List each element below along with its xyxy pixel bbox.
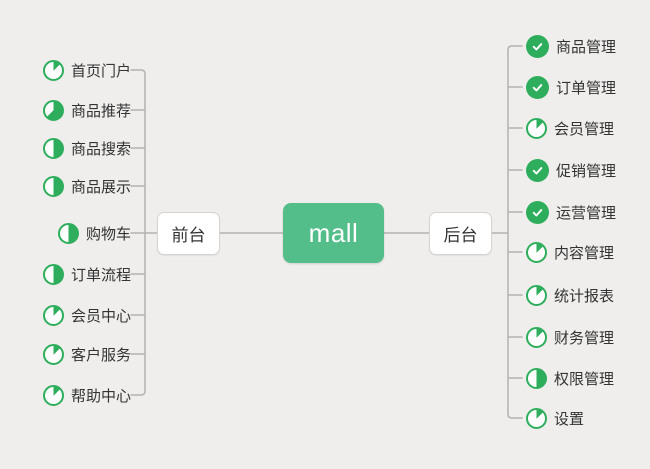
progress-pie-icon (42, 343, 64, 365)
task-done-check-icon (526, 200, 549, 224)
subtopic-label: 统计报表 (554, 287, 615, 305)
subtopic-label: 商品管理 (556, 38, 617, 56)
progress-pie-icon (42, 384, 64, 406)
task-done-check-icon (526, 158, 549, 182)
subtopic-label: 商品推荐 (70, 102, 131, 120)
left-subtopic-0[interactable]: 首页门户 (42, 57, 131, 83)
right-subtopic-5[interactable]: 内容管理 (526, 239, 614, 265)
progress-pie-icon (526, 241, 547, 263)
progress-pie-icon (42, 304, 64, 326)
progress-pie-icon (42, 137, 64, 159)
subtopic-label: 设置 (554, 410, 585, 428)
right-subtopic-6[interactable]: 统计报表 (526, 282, 614, 308)
left-subtopic-4[interactable]: 购物车 (57, 220, 131, 246)
left-subtopic-6[interactable]: 会员中心 (42, 302, 131, 328)
main-topic-backend[interactable]: 后台 (429, 212, 492, 255)
subtopic-label: 订单流程 (70, 266, 131, 284)
right-subtopic-8[interactable]: 权限管理 (526, 365, 614, 391)
progress-pie-icon (526, 326, 547, 348)
left-subtopic-1[interactable]: 商品推荐 (42, 97, 131, 123)
right-subtopic-7[interactable]: 财务管理 (526, 324, 614, 350)
right-subtopic-4[interactable]: 运营管理 (526, 199, 616, 225)
subtopic-label: 购物车 (85, 225, 131, 243)
progress-pie-icon (526, 407, 547, 429)
right-subtopic-2[interactable]: 会员管理 (526, 115, 614, 141)
left-subtopic-5[interactable]: 订单流程 (42, 261, 131, 287)
subtopic-label: 订单管理 (556, 79, 617, 97)
subtopic-label: 财务管理 (554, 329, 615, 347)
subtopic-label: 促销管理 (556, 162, 617, 180)
left-subtopic-3[interactable]: 商品展示 (42, 173, 131, 199)
central-topic-mall[interactable]: mall (283, 203, 384, 263)
subtopic-label: 首页门户 (70, 62, 131, 80)
subtopic-label: 会员中心 (70, 307, 131, 325)
progress-pie-icon (42, 99, 64, 121)
progress-pie-icon (42, 59, 64, 81)
central-topic-label: mall (308, 217, 359, 248)
right-subtopic-3[interactable]: 促销管理 (526, 157, 616, 183)
task-done-check-icon (526, 75, 549, 99)
progress-pie-icon (526, 367, 547, 389)
progress-pie-icon (57, 222, 79, 244)
subtopic-label: 会员管理 (554, 120, 615, 138)
subtopic-label: 商品展示 (70, 178, 131, 196)
main-topic-label: 后台 (443, 226, 478, 245)
progress-pie-icon (42, 175, 64, 197)
main-topic-frontend[interactable]: 前台 (157, 212, 220, 255)
right-subtopic-0[interactable]: 商品管理 (526, 33, 616, 59)
right-subtopic-9[interactable]: 设置 (526, 405, 584, 431)
progress-pie-icon (526, 117, 547, 139)
subtopic-label: 内容管理 (554, 244, 615, 262)
task-done-check-icon (526, 34, 549, 58)
subtopic-label: 运营管理 (556, 204, 617, 222)
subtopic-label: 客户服务 (70, 346, 131, 364)
left-subtopic-2[interactable]: 商品搜索 (42, 135, 131, 161)
subtopic-label: 帮助中心 (70, 387, 131, 405)
progress-pie-icon (42, 263, 64, 285)
progress-pie-icon (526, 284, 547, 306)
left-subtopic-7[interactable]: 客户服务 (42, 341, 131, 367)
subtopic-label: 权限管理 (554, 370, 615, 388)
subtopic-label: 商品搜索 (70, 140, 131, 158)
left-subtopic-8[interactable]: 帮助中心 (42, 382, 131, 408)
main-topic-label: 前台 (171, 226, 206, 245)
right-subtopic-1[interactable]: 订单管理 (526, 74, 616, 100)
